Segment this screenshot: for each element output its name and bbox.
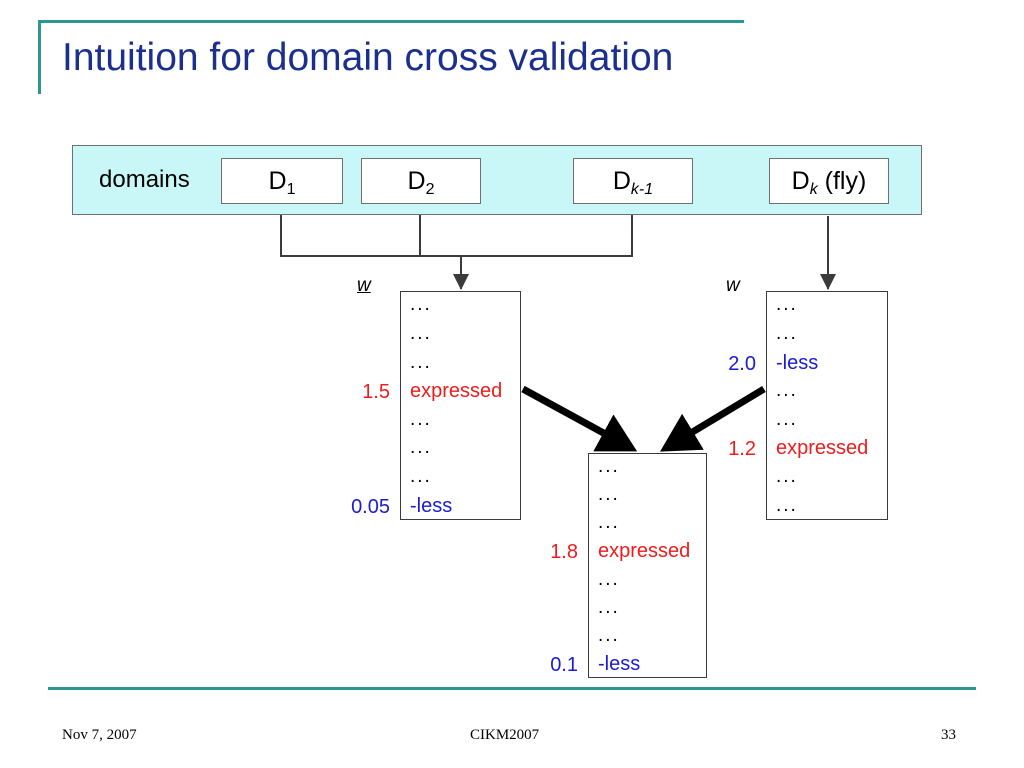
bottom-row-7: -less	[598, 652, 641, 675]
right-row-3: ...	[776, 380, 798, 402]
left-word-box	[400, 291, 521, 520]
bottom-row-1: ...	[598, 484, 620, 506]
right-weight-2: 2.0	[728, 352, 756, 375]
right-weight-5: 1.2	[728, 438, 756, 461]
connector-bus	[280, 255, 633, 257]
bottom-row-6: ...	[598, 624, 620, 646]
domains-label: domains	[99, 166, 190, 193]
bottom-word-box	[588, 453, 707, 678]
left-row-6: ...	[410, 466, 432, 488]
left-row-4: ...	[410, 408, 432, 430]
right-row-6: ...	[776, 466, 798, 488]
bottom-row-3: expressed	[598, 540, 691, 563]
left-weight-7: 0.05	[351, 495, 390, 518]
left-row-3: expressed	[410, 380, 503, 403]
right-row-1: ...	[776, 322, 798, 344]
connector-dk-1-drop	[631, 215, 633, 257]
right-row-4: ...	[776, 408, 798, 430]
left-row-7: -less	[410, 494, 453, 517]
left-row-2: ...	[410, 351, 432, 373]
page-title: Intuition for domain cross validation	[62, 36, 674, 79]
title-rule-left	[38, 20, 41, 94]
bottom-row-2: ...	[598, 512, 620, 534]
domains-band: domains D1 D2 ... Dk-1 Dk (fly)	[72, 145, 922, 215]
right-weight-header: w	[726, 275, 740, 296]
domain-box-dk-1[interactable]: Dk-1	[573, 158, 693, 204]
left-weight-header: w	[357, 275, 371, 296]
footer-rule	[48, 687, 976, 690]
domain-box-dk-1-label: Dk-1	[612, 166, 654, 198]
right-row-7: ...	[776, 494, 798, 516]
right-row-0: ...	[776, 294, 798, 316]
left-row-1: ...	[410, 322, 432, 344]
left-weight-3: 1.5	[362, 381, 390, 404]
right-row-2: -less	[776, 351, 819, 374]
bottom-row-0: ...	[598, 456, 620, 478]
domain-box-d1[interactable]: D1	[221, 158, 343, 204]
domain-box-dk[interactable]: Dk (fly)	[769, 158, 889, 204]
footer-page: 33	[941, 727, 956, 743]
bottom-weight-3: 1.8	[550, 541, 578, 564]
bottom-row-4: ...	[598, 568, 620, 590]
footer-date: Nov 7, 2007	[62, 727, 137, 743]
arrow-left-to-bottom	[521, 385, 638, 452]
footer-center: CIKM2007	[470, 727, 540, 743]
bottom-weight-7: 0.1	[550, 653, 578, 676]
bottom-row-5: ...	[598, 596, 620, 618]
title-rule-top	[38, 20, 744, 23]
left-row-0: ...	[410, 294, 432, 316]
domain-box-d2-label: D2	[407, 166, 435, 198]
right-row-5: expressed	[776, 437, 869, 460]
domain-box-d1-label: D1	[268, 166, 296, 198]
left-row-5: ...	[410, 437, 432, 459]
connector-d1-drop	[280, 215, 282, 257]
domain-box-d2[interactable]: D2	[361, 158, 481, 204]
right-word-box	[766, 291, 888, 520]
connector-d2-drop	[419, 215, 421, 257]
domain-box-dk-label: Dk (fly)	[791, 166, 867, 198]
